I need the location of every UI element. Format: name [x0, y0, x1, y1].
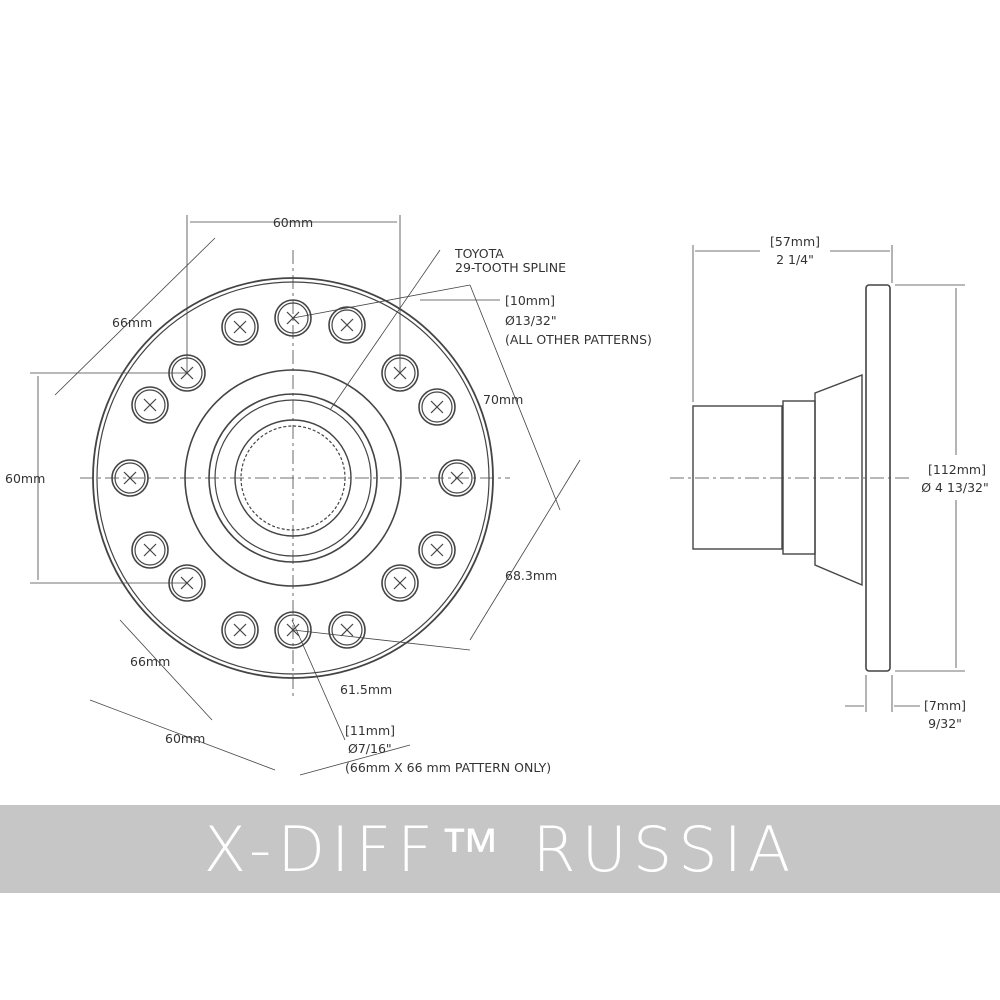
bolt-hole: [221, 611, 259, 649]
bolt-hole: [381, 564, 419, 602]
bolt-hole-inner: [331, 614, 363, 646]
dim-right-diag: 70mm: [483, 392, 523, 407]
bolt-hole: [274, 299, 312, 337]
bolt-hole: [131, 386, 169, 424]
flange-dim-in: 9/32": [928, 716, 962, 731]
diameter-dim-in: Ø 4 13/32": [921, 480, 989, 495]
dim-top: 60mm: [273, 215, 313, 230]
bolt-hole: [418, 531, 456, 569]
hole-note-a-3: (ALL OTHER PATTERNS): [505, 332, 652, 347]
bolt-hole: [328, 306, 366, 344]
spline-note-2: 29-TOOTH SPLINE: [455, 260, 566, 275]
dim-bottom-left-diag: 66mm: [130, 654, 170, 669]
bolt-hole: [221, 308, 259, 346]
hole-center-mark: [430, 400, 444, 414]
bolt-hole-inner: [277, 614, 309, 646]
hole-center-mark: [340, 623, 354, 637]
hole-center-mark: [143, 543, 157, 557]
bolt-hole-inner: [331, 309, 363, 341]
diameter-dim: [112mm]: [928, 462, 986, 477]
hole-center-mark: [393, 576, 407, 590]
bolt-hole-inner: [134, 534, 166, 566]
dim-bottom-left: 60mm: [165, 731, 205, 746]
hole-note-b: [11mm]: [345, 723, 395, 738]
bolt-hole-inner: [384, 567, 416, 599]
hole-center-mark: [143, 398, 157, 412]
hole-note-a-2: Ø13/32": [505, 313, 557, 328]
hole-center-mark: [123, 471, 137, 485]
hole-center-mark: [233, 320, 247, 334]
bolt-hole: [418, 388, 456, 426]
bolt-hole: [328, 611, 366, 649]
dim-bottom-right: 61.5mm: [340, 682, 392, 697]
bolt-hole-inner: [134, 389, 166, 421]
dim-right: 68.3mm: [505, 568, 557, 583]
bolt-holes: [111, 299, 476, 649]
hole-note-b-2: Ø7/16": [348, 741, 392, 756]
bolt-hole-inner: [277, 302, 309, 334]
bolt-hole: [438, 459, 476, 497]
bolt-hole: [274, 611, 312, 649]
hole-center-mark: [430, 543, 444, 557]
dim-left-diag: 66mm: [112, 315, 152, 330]
bolt-hole: [131, 531, 169, 569]
bolt-hole-inner: [224, 614, 256, 646]
dim-left: 60mm: [5, 471, 45, 486]
hole-note-b-3: (66mm X 66 mm PATTERN ONLY): [345, 760, 551, 775]
front-view: 60mm 66mm 60mm 70mm 68.3mm 66mm 60mm 61.…: [5, 215, 652, 776]
side-view: [57mm] 2 1/4" [112mm] Ø 4 13/32" [7mm] 9…: [670, 234, 989, 731]
bolt-hole-inner: [114, 462, 146, 494]
bolt-hole-inner: [224, 311, 256, 343]
hole-note-a: [10mm]: [505, 293, 555, 308]
length-dim: [57mm]: [770, 234, 820, 249]
banner-text: X-DIFF™ RUSSIA: [203, 812, 797, 886]
bolt-hole-inner: [421, 391, 453, 423]
flange-dim: [7mm]: [924, 698, 966, 713]
bolt-hole: [111, 459, 149, 497]
hole-center-mark: [340, 318, 354, 332]
hole-center-mark: [450, 471, 464, 485]
brand-banner: X-DIFF™ RUSSIA: [0, 805, 1000, 893]
length-dim-in: 2 1/4": [776, 252, 814, 267]
spline-note: TOYOTA: [454, 246, 504, 261]
hole-center-mark: [233, 623, 247, 637]
bolt-hole-inner: [421, 534, 453, 566]
bolt-hole-inner: [441, 462, 473, 494]
